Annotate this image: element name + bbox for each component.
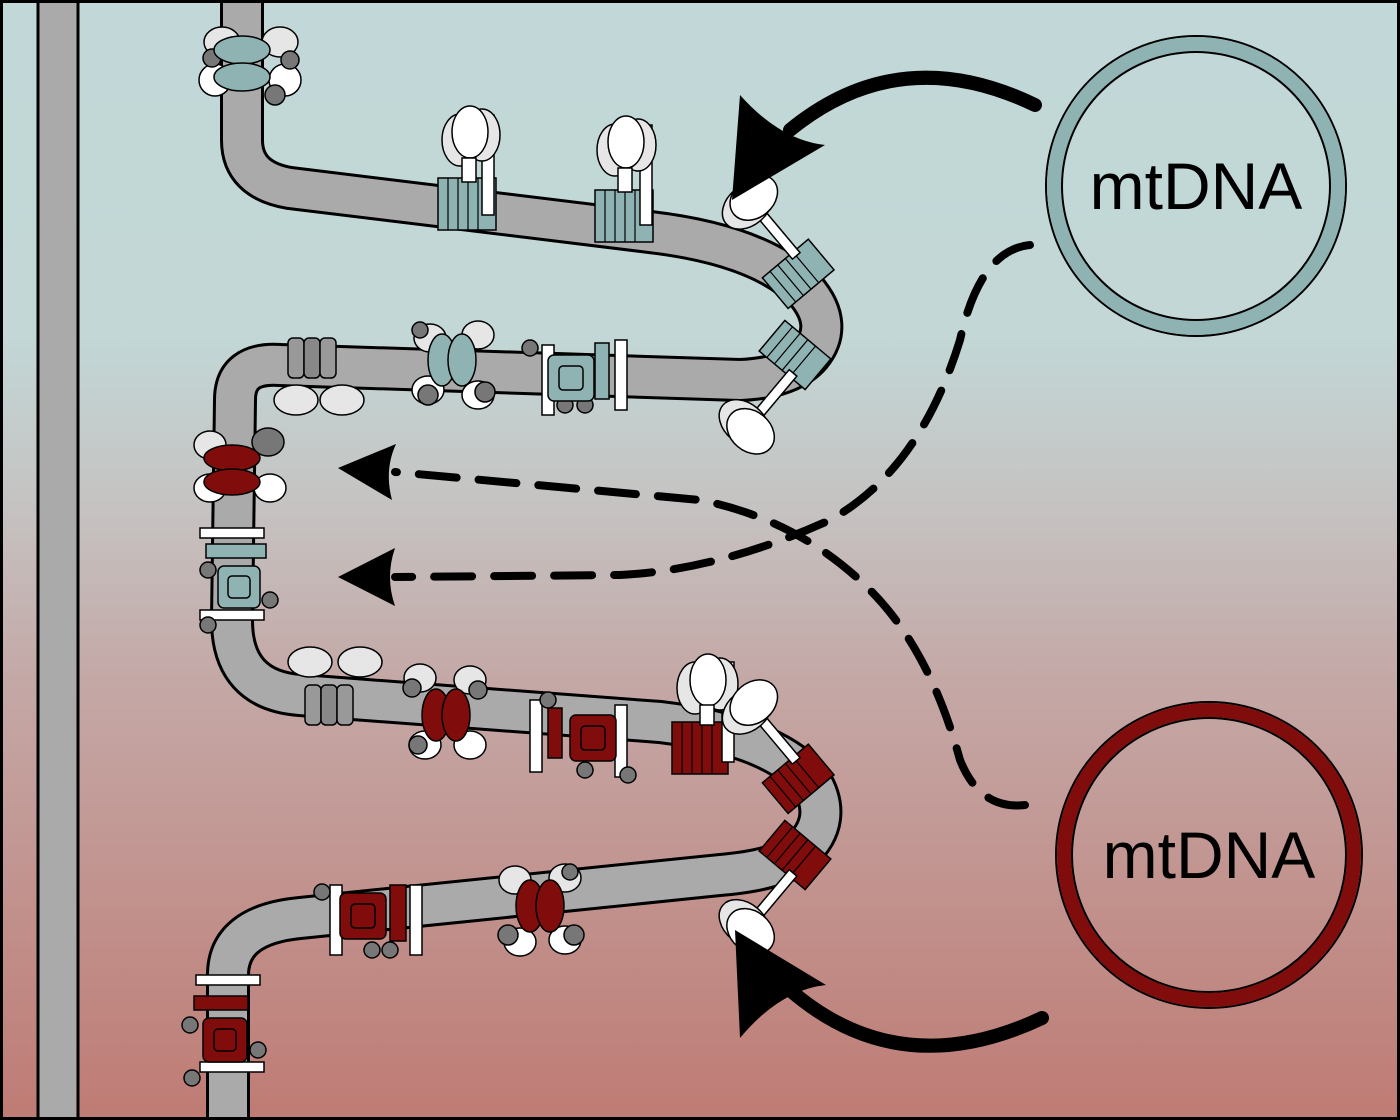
red-complex-iv-lower-vertical bbox=[181, 974, 267, 1087]
mtdna-circle-bottom: mtDNA bbox=[1055, 701, 1363, 1009]
teal-complex-iv-middle bbox=[521, 339, 628, 416]
teal-complex-iv-vertical bbox=[199, 527, 279, 634]
teal-complex-iii-top bbox=[198, 26, 302, 106]
red-complex-iii-bottom-b bbox=[497, 863, 585, 957]
teal-complex-i-b bbox=[594, 115, 657, 243]
red-atp-synthase-dimer-upper bbox=[721, 679, 836, 815]
solid-arrow-bottom bbox=[735, 930, 1049, 1053]
red-complex-iv-bottom-a bbox=[529, 691, 637, 784]
teal-complex-i-a bbox=[437, 105, 501, 231]
dashed-arrow-from-bottom-mtdna bbox=[338, 444, 1029, 810]
red-complex-i bbox=[671, 653, 739, 775]
mtdna-label-bottom: mtDNA bbox=[1103, 818, 1316, 892]
teal-complex-iii-middle bbox=[411, 320, 496, 410]
outer-membrane bbox=[36, 0, 80, 1120]
mtdna-circle-top: mtDNA bbox=[1045, 35, 1347, 337]
dashed-arrow-from-top-mtdna bbox=[338, 241, 1034, 606]
teal-atp-synthase-dimer-lower bbox=[718, 319, 832, 455]
red-complex-iii-bottom-a bbox=[402, 663, 488, 760]
gray-complex-ii-bottom bbox=[287, 646, 383, 726]
red-complex-iv-bottom-b bbox=[313, 883, 423, 959]
gray-complex-ii-top bbox=[273, 337, 365, 416]
red-complex-iii-vertical bbox=[193, 427, 287, 503]
solid-arrow-top bbox=[732, 70, 1042, 200]
mtdna-label-top: mtDNA bbox=[1090, 149, 1303, 223]
